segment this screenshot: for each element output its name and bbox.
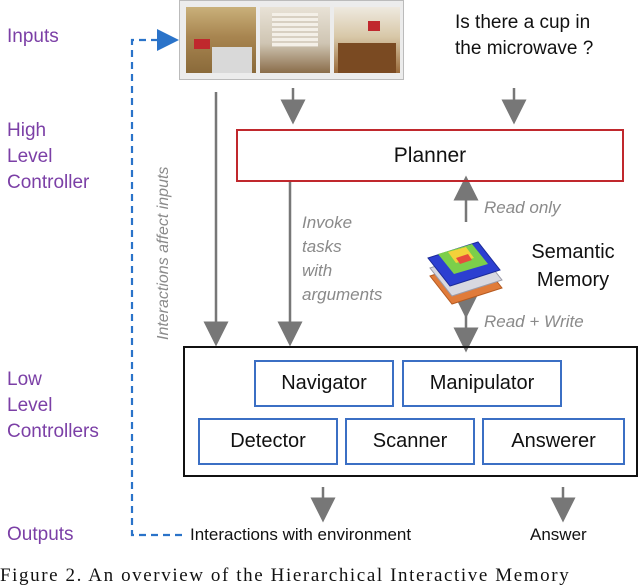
question-text: Is there a cup in the microwave ? — [455, 10, 593, 62]
semantic-memory-icon — [427, 241, 503, 305]
level-label-low: Low Level Controllers — [7, 367, 99, 445]
low-level-controllers-box — [183, 346, 638, 477]
invoke-line1: Invoke — [302, 213, 353, 232]
manipulator-module: Manipulator — [402, 360, 562, 407]
invoke-line4: arguments — [302, 285, 383, 304]
level-high-line3: Controller — [7, 172, 90, 193]
navigator-module: Navigator — [254, 360, 394, 407]
manipulator-label: Manipulator — [429, 372, 535, 394]
figure-caption: Figure 2. An overview of the Hierarchica… — [0, 565, 571, 586]
level-label-outputs: Outputs — [7, 524, 74, 545]
read-only-note: Read only — [484, 198, 561, 217]
level-low-line2: Level — [7, 395, 53, 416]
level-low-line1: Low — [7, 369, 42, 390]
semantic-memory-label: Semantic Memory — [514, 238, 632, 294]
level-high-line2: Level — [7, 146, 53, 167]
invoke-line2: tasks — [302, 237, 342, 256]
detector-label: Detector — [230, 430, 306, 452]
output-interactions: Interactions with environment — [190, 525, 412, 544]
level-low-line3: Controllers — [7, 421, 99, 442]
planner-label: Planner — [393, 143, 467, 167]
kitchen-photo-2 — [260, 7, 330, 73]
memory-line2: Memory — [536, 269, 610, 291]
navigator-label: Navigator — [281, 372, 367, 394]
kitchen-photo-3 — [334, 7, 400, 73]
scanner-label: Scanner — [372, 430, 448, 452]
memory-line1: Semantic — [531, 241, 615, 263]
answerer-module: Answerer — [482, 418, 625, 465]
level-label-high: High Level Controller — [7, 118, 89, 196]
kitchen-photo-1 — [186, 7, 256, 73]
question-line1: Is there a cup in — [455, 12, 591, 33]
output-answer: Answer — [530, 525, 587, 544]
answerer-label: Answerer — [511, 430, 596, 452]
dashed-feedback-arrow — [130, 29, 182, 537]
detector-module: Detector — [198, 418, 338, 465]
level-high-line1: High — [7, 120, 47, 141]
scanner-module: Scanner — [345, 418, 475, 465]
invoke-note: Invoke tasks with arguments — [302, 211, 382, 307]
invoke-line3: with — [302, 261, 333, 280]
question-line2: the microwave ? — [455, 38, 594, 59]
level-label-inputs: Inputs — [7, 26, 59, 47]
planner-box: Planner — [236, 129, 624, 182]
side-label-interactions: Interactions affect inputs — [155, 166, 172, 340]
read-write-note: Read + Write — [484, 312, 584, 331]
input-images-strip — [179, 0, 404, 80]
